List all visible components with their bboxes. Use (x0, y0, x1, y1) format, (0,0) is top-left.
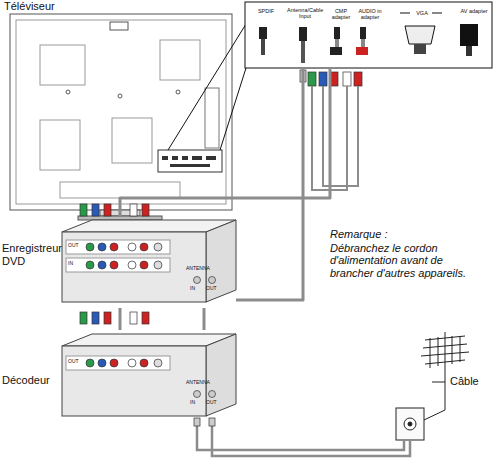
device-label: Enregistreur DVD (2, 242, 62, 267)
port-label: IN (190, 286, 200, 292)
port-label: OUT (68, 243, 84, 249)
dvd-recorder-drawing (62, 220, 236, 302)
cable (119, 308, 122, 330)
tv-jacks (162, 156, 216, 167)
port-label: IN (190, 400, 200, 406)
cable-bundle (312, 86, 358, 190)
device-label: Décodeur (2, 374, 62, 387)
port-label: ANTENNA (186, 266, 216, 272)
connector-panel-box: SPDIF Antenna/Cable Input CMP adapterAUDIO… (245, 2, 492, 68)
cable (203, 308, 206, 330)
coax-plug (194, 418, 215, 426)
dvd-jacks (86, 243, 216, 284)
device-label: Téléviseur (4, 0, 104, 13)
decoder-drawing (62, 334, 236, 416)
connector-panel (245, 2, 492, 68)
decoder-jacks (86, 359, 216, 398)
cable (236, 68, 303, 300)
port-label: Antenna/Cable Input (287, 7, 323, 20)
port-label: SPDIF (251, 8, 281, 14)
port-label: OUT (68, 359, 84, 365)
port-label: AUDIO in adapter (355, 8, 385, 21)
wall-outlet (396, 408, 424, 440)
port-label: OUT (206, 400, 220, 406)
cable (120, 68, 330, 216)
zoom-line (168, 24, 246, 150)
port-label: VGA (411, 10, 433, 16)
port-label: OUT (206, 286, 220, 292)
tv-drawing (10, 14, 232, 220)
tv-box: Téléviseur (4, 0, 236, 228)
cable-label: Câble (450, 375, 490, 388)
dvd-recorder-box: Enregistreur DVD (2, 216, 236, 308)
port-label: ANTENNA (186, 380, 216, 386)
port-label: CMP adapter (327, 8, 355, 21)
note-title: Remarque : (330, 228, 480, 241)
port-label: IN (68, 261, 84, 267)
port-label: AV adapter (459, 8, 489, 14)
rca-plugs-dvd (80, 204, 149, 324)
decoder-box: Décodeur (2, 330, 236, 422)
wall-cable (197, 424, 410, 456)
note-text: Débranchez le cordon d'alimentation avan… (330, 242, 480, 280)
